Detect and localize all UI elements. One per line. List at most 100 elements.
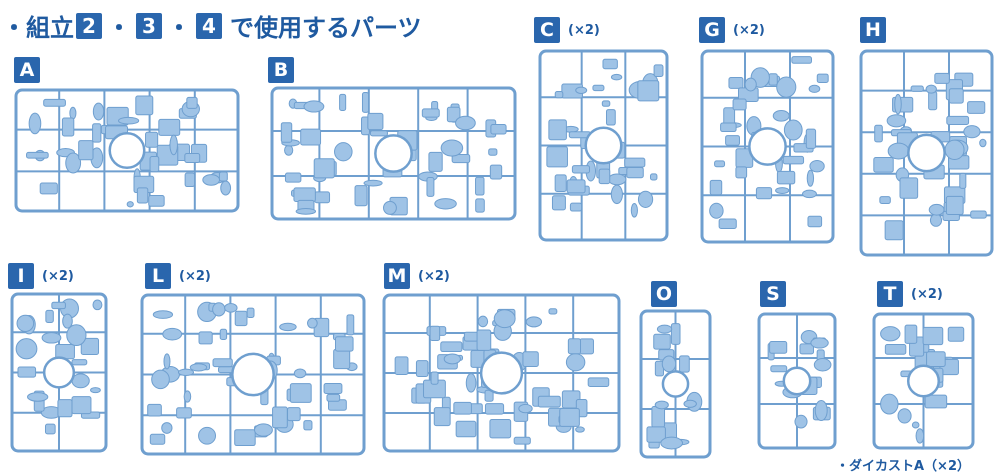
plastic-part: [446, 106, 461, 123]
plastic-part: [567, 338, 582, 355]
plastic-part: [886, 114, 907, 128]
plastic-part: [518, 403, 533, 414]
runner-frame: [140, 293, 366, 456]
runner-b: [270, 86, 517, 221]
plastic-part: [769, 341, 788, 354]
plastic-part: [186, 96, 198, 109]
plastic-part: [925, 84, 937, 94]
plastic-part: [551, 195, 566, 211]
plastic-part: [755, 187, 773, 200]
plastic-part: [169, 134, 178, 156]
runner-center-ring: [374, 134, 413, 173]
plastic-part: [915, 428, 925, 444]
plastic-part: [300, 128, 322, 146]
plastic-part: [151, 369, 170, 390]
plastic-part: [546, 146, 568, 168]
plastic-part: [799, 343, 815, 355]
plastic-part: [484, 403, 505, 415]
plastic-part: [806, 169, 815, 187]
plastic-part: [807, 215, 823, 228]
plastic-part: [152, 310, 174, 319]
runner-drawing: [10, 292, 108, 453]
plastic-part: [149, 433, 166, 445]
plastic-part: [809, 160, 825, 173]
runner-label-b: B: [268, 57, 294, 83]
plastic-part: [808, 84, 821, 93]
plastic-part: [189, 363, 208, 372]
plastic-part: [361, 92, 370, 113]
plastic-part: [637, 80, 660, 102]
plastic-part: [118, 116, 140, 125]
runner-center-ring: [782, 366, 812, 396]
runner-frame: [757, 312, 837, 450]
plastic-part: [293, 187, 316, 202]
plastic-part: [234, 310, 248, 327]
plastic-part: [813, 358, 832, 372]
plastic-part: [723, 107, 736, 126]
runner-drawing: [700, 49, 835, 244]
plastic-part: [772, 110, 790, 122]
runner-i: [10, 292, 108, 453]
plastic-part: [610, 73, 623, 81]
runner-badge: B: [268, 57, 294, 83]
plastic-part: [575, 426, 585, 433]
runner-center-ring: [907, 133, 946, 173]
footnote-diecast: ・ダイカストA（×2）: [836, 459, 970, 474]
runner-center-ring: [231, 352, 275, 397]
plastic-part: [565, 353, 586, 372]
runner-h: [859, 49, 994, 257]
plastic-part: [184, 172, 196, 188]
plastic-part: [246, 307, 255, 319]
plastic-part: [926, 351, 946, 367]
runner-drawing: [14, 88, 240, 213]
plastic-part: [303, 100, 325, 113]
runner-drawing: [538, 49, 669, 242]
plastic-part: [783, 119, 803, 141]
plastic-part: [184, 152, 201, 163]
plastic-part: [768, 73, 778, 86]
plastic-part: [559, 408, 580, 427]
runner-multiplier: (×2): [418, 268, 450, 284]
plastic-part: [602, 58, 618, 70]
plastic-part: [369, 130, 388, 137]
runner-badge: C: [534, 17, 560, 43]
runner-badge: A: [14, 57, 40, 83]
plastic-part: [970, 210, 987, 219]
plastic-part: [135, 95, 154, 116]
plastic-part: [145, 131, 159, 148]
plastic-part: [429, 325, 441, 341]
runner-s: [757, 312, 837, 450]
runner-label-g: G (×2): [699, 17, 765, 43]
plastic-part: [791, 56, 812, 64]
runner-frame: [700, 49, 835, 244]
plastic-part: [725, 135, 740, 146]
plastic-part: [465, 373, 477, 393]
plastic-part: [575, 86, 588, 94]
plastic-part: [947, 326, 965, 342]
runner-badge: H: [860, 17, 886, 43]
step-badge-4: 4: [196, 12, 222, 39]
runner-frame: [14, 88, 240, 213]
plastic-part: [78, 140, 94, 161]
plastic-part: [383, 200, 397, 215]
runner-center-ring: [42, 356, 76, 389]
plastic-part: [440, 341, 463, 353]
plastic-part: [802, 189, 817, 199]
plastic-part: [477, 315, 489, 328]
plastic-part: [476, 329, 492, 351]
plastic-part: [57, 399, 73, 418]
plastic-part: [651, 405, 666, 428]
plastic-part: [339, 93, 347, 111]
runner-badge: G: [699, 17, 725, 43]
plastic-part: [884, 220, 904, 241]
runner-frame: [538, 49, 669, 242]
runner-m: [382, 293, 621, 453]
plastic-part: [313, 158, 335, 179]
plastic-part: [605, 109, 616, 126]
plastic-part: [177, 368, 195, 376]
runner-center-ring: [584, 126, 623, 165]
plastic-part: [234, 429, 256, 447]
plastic-part: [279, 322, 297, 332]
plastic-part: [894, 93, 902, 115]
plastic-part: [426, 176, 435, 197]
